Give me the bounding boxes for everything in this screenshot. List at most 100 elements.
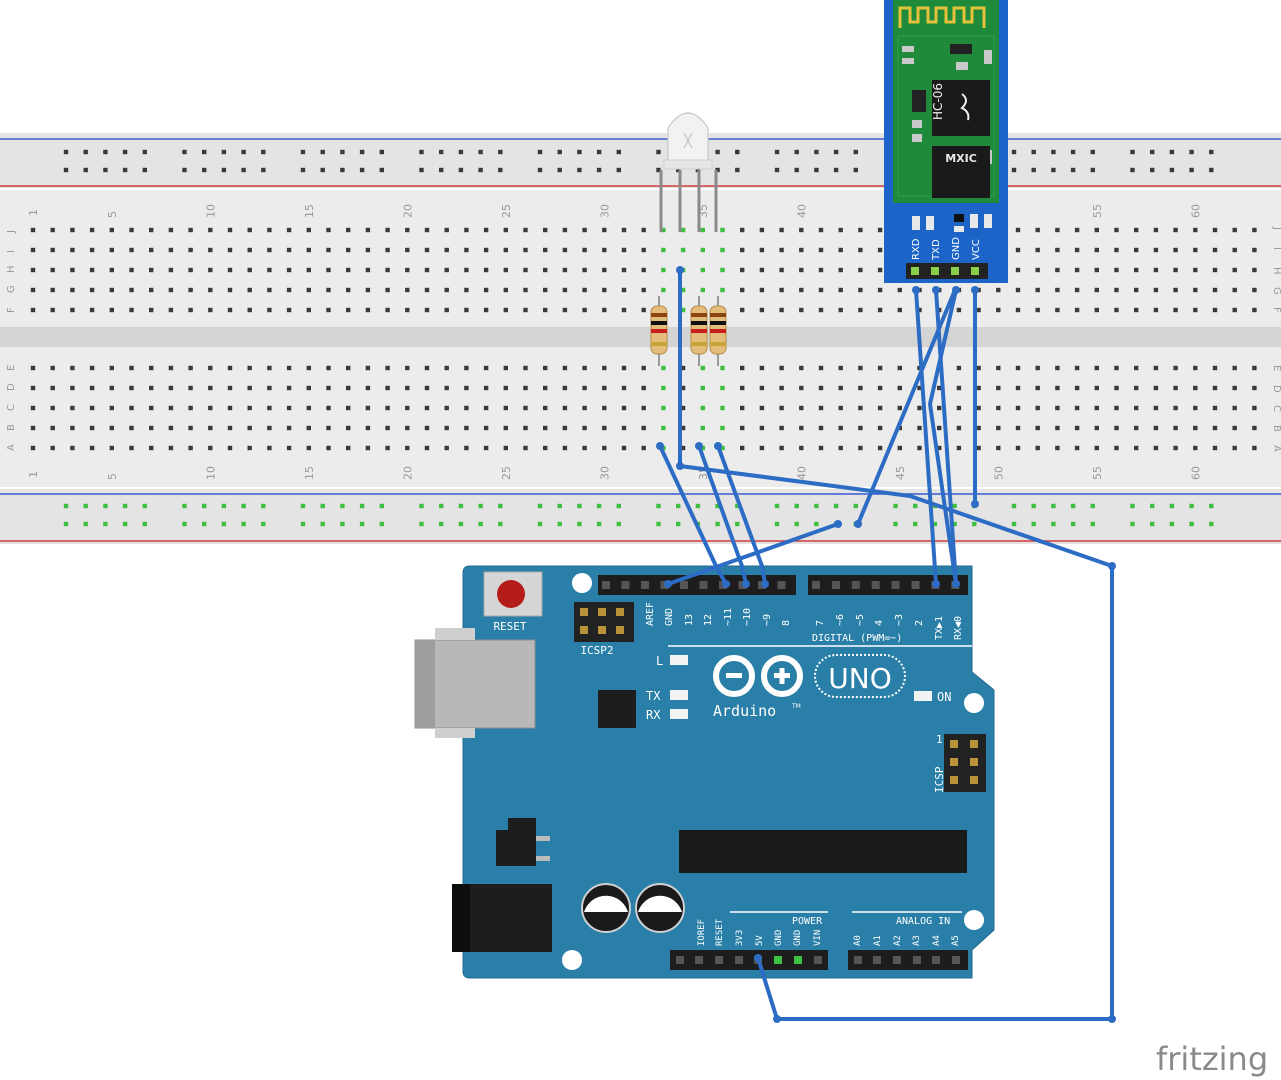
column-number: 10 (204, 204, 217, 218)
icsp2-label: ICSP2 (580, 644, 613, 657)
digital-pin-label: 8 (781, 620, 792, 626)
hc06-module: HC-06 MXIC RXD TXD GND VCC (884, 0, 1008, 283)
row-letter: G (1271, 287, 1281, 295)
power-header (670, 950, 828, 970)
digital-pin-label: ~3 (894, 614, 905, 626)
column-number: 1 (27, 209, 40, 216)
row-letter: H (1271, 267, 1281, 275)
column-number: 20 (401, 466, 414, 480)
row-letter: C (1271, 405, 1281, 412)
resistor-3 (709, 296, 727, 366)
analog-pin-label: A3 (912, 935, 922, 946)
power-label: POWER (792, 916, 823, 927)
on-label: ON (937, 690, 951, 704)
digital-pin-label: 2 (914, 620, 925, 626)
led-l (670, 655, 688, 665)
power-pin-label: 3V3 (735, 930, 745, 946)
row-letter: A (6, 444, 17, 451)
power-pin-label: GND (774, 930, 784, 946)
column-number: 25 (500, 204, 513, 218)
wire-endpoints (656, 266, 1116, 1023)
uno-badge (814, 654, 906, 698)
reset-label: RESET (493, 620, 526, 633)
fritzing-watermark: fritzing (1156, 1040, 1268, 1078)
analog-pin-label: A0 (853, 935, 863, 946)
digital-pin-label: 7 (815, 620, 826, 626)
led-tx (670, 690, 688, 700)
arduino-tm: TM (791, 703, 801, 710)
analog-pin-label: A4 (932, 935, 942, 946)
row-letter: E (1271, 365, 1281, 371)
mount-hole (562, 950, 582, 970)
resistor-1 (650, 296, 668, 366)
icsp-pin1-label: 1 (936, 733, 943, 746)
digital-header-right (808, 575, 968, 595)
analog-pin-label: A2 (893, 935, 903, 946)
column-number: 40 (795, 204, 808, 218)
module-model-label: HC-06 (931, 83, 945, 120)
icsp-label: ICSP (933, 766, 946, 793)
digital-pin-label: ~9 (762, 614, 773, 626)
atmega-chip (679, 830, 967, 873)
mount-hole (572, 573, 592, 593)
wire-arduino-gnd (666, 522, 840, 586)
analog-pin-label: A5 (951, 935, 961, 946)
analog-label: ANALOG IN (896, 916, 950, 927)
digital-pin-label: ~5 (855, 614, 866, 626)
module-pin-rxd: RXD (911, 238, 922, 260)
analog-header (848, 950, 968, 970)
arduino-brand: Arduino (713, 702, 776, 720)
capacitor-1 (581, 883, 631, 933)
digital-pin-label: GND (664, 608, 675, 626)
digital-pin-label: TX▶1 (934, 616, 945, 640)
row-letter: I (6, 250, 17, 253)
arduino-logo (713, 655, 803, 697)
led-rx (670, 709, 688, 719)
reset-button-cap[interactable] (497, 580, 525, 608)
row-letter: J (1271, 226, 1281, 230)
bottom-power-rail (0, 489, 1281, 544)
voltage-regulator (508, 818, 536, 830)
breadboard-top-half (0, 190, 1281, 327)
module-pin-gnd: GND (951, 237, 962, 260)
power-pin-label: RESET (715, 918, 725, 946)
row-letter: I (1271, 247, 1281, 250)
row-letter: G (6, 285, 17, 293)
column-number: 15 (303, 466, 316, 480)
row-letter: H (6, 265, 17, 273)
column-number: 15 (303, 204, 316, 218)
center-channel (0, 327, 1281, 347)
digital-label: DIGITAL (PWM=~) (812, 633, 902, 644)
module-pin-txd: TXD (931, 239, 942, 261)
digital-pin-label: ~11 (723, 608, 734, 626)
row-letter: D (1271, 385, 1281, 393)
column-number: 20 (401, 204, 414, 218)
breadboard-holes (30, 149, 1257, 527)
wire-module-txd (934, 288, 958, 586)
digital-pin-label: RX◀0 (953, 616, 964, 640)
mount-hole (964, 693, 984, 713)
led-l-label: L (656, 654, 663, 668)
resistor-2 (690, 296, 708, 366)
arduino-board (462, 565, 995, 979)
usb-chip (598, 690, 636, 728)
row-letter: F (1271, 307, 1281, 313)
top-power-rail (0, 133, 1281, 188)
chip-brand-label: MXIC (945, 152, 977, 165)
column-number: 45 (894, 466, 907, 480)
digital-pin-label: AREF (645, 602, 656, 626)
row-letter: D (6, 383, 17, 391)
power-pin-label: GND (793, 930, 803, 946)
antenna (898, 6, 986, 28)
breadboard-bottom-half (0, 347, 1281, 487)
column-number: 55 (1091, 204, 1104, 218)
column-number: 60 (1189, 204, 1202, 218)
module-pin-vcc: VCC (971, 239, 982, 260)
column-number: 30 (598, 466, 611, 480)
uno-label: UNO (828, 662, 891, 695)
capacitor-2 (635, 883, 685, 933)
row-letter: B (6, 424, 17, 431)
row-letter: A (1271, 445, 1281, 452)
